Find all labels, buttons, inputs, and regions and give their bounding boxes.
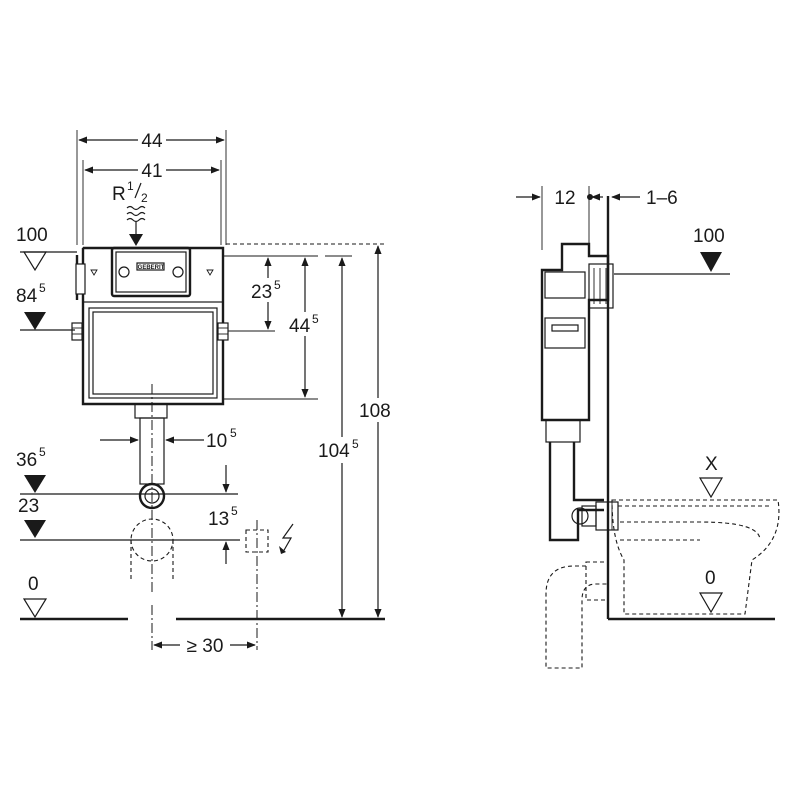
svg-text:≥ 30: ≥ 30 bbox=[187, 636, 224, 657]
dimension-44-5: 44 5 bbox=[223, 255, 327, 400]
water-inlet-icon bbox=[126, 205, 146, 246]
brand-plate: GEBERIT bbox=[110, 246, 192, 298]
electrical-connection-icon bbox=[245, 520, 294, 650]
level-triangle-icon bbox=[22, 598, 48, 619]
svg-text:100: 100 bbox=[693, 226, 725, 247]
svg-text:5: 5 bbox=[230, 426, 237, 440]
cistern-side bbox=[540, 242, 614, 443]
dimension-104-5: 104 5 bbox=[316, 255, 366, 618]
width-dimension-44: 44 bbox=[76, 128, 227, 245]
svg-text:0: 0 bbox=[28, 574, 39, 595]
side-view: 12 1–6 bbox=[516, 186, 780, 669]
svg-text:X: X bbox=[705, 454, 718, 475]
level-triangle-icon bbox=[698, 477, 724, 499]
svg-text:13: 13 bbox=[208, 509, 229, 530]
level-23: 23 bbox=[18, 496, 240, 541]
svg-text:104: 104 bbox=[318, 441, 350, 462]
svg-text:12: 12 bbox=[554, 188, 575, 209]
svg-text:44: 44 bbox=[289, 316, 311, 337]
dimension-23-5: 23 5 bbox=[247, 255, 289, 330]
svg-text:10: 10 bbox=[206, 431, 227, 452]
svg-text:1–6: 1–6 bbox=[646, 188, 678, 209]
svg-text:R: R bbox=[112, 184, 126, 205]
level-triangle-icon bbox=[24, 520, 46, 538]
front-view: 44 41 R 1 2 bbox=[16, 128, 398, 657]
svg-text:5: 5 bbox=[312, 312, 319, 326]
svg-text:84: 84 bbox=[16, 286, 38, 307]
level-100: 100 bbox=[16, 225, 77, 272]
svg-text:0: 0 bbox=[705, 568, 716, 589]
width-41-label: 41 bbox=[141, 161, 162, 182]
svg-text:100: 100 bbox=[16, 225, 48, 246]
svg-text:36: 36 bbox=[16, 450, 37, 471]
brand-plate-text: GEBERIT bbox=[138, 265, 165, 271]
level-0: 0 bbox=[20, 574, 385, 621]
dimension-13-5: 13 5 bbox=[208, 465, 238, 564]
level-36-5: 36 5 bbox=[16, 445, 238, 495]
level-triangle-icon bbox=[698, 592, 724, 614]
svg-text:5: 5 bbox=[274, 278, 281, 292]
svg-text:108: 108 bbox=[359, 401, 391, 422]
svg-text:23: 23 bbox=[251, 282, 272, 303]
svg-text:2: 2 bbox=[141, 191, 148, 205]
side-level-0: 0 bbox=[698, 568, 724, 614]
cistern-frame bbox=[71, 243, 385, 406]
width-44-label: 44 bbox=[141, 131, 163, 152]
svg-text:5: 5 bbox=[39, 445, 46, 459]
svg-text:5: 5 bbox=[39, 281, 46, 295]
dimension-108: 108 bbox=[356, 245, 398, 618]
flush-pipe bbox=[130, 384, 174, 650]
drain-pipe-side bbox=[545, 561, 609, 669]
wall bbox=[541, 186, 775, 621]
dimension-12: 12 bbox=[516, 188, 603, 209]
svg-text:23: 23 bbox=[18, 496, 39, 517]
side-level-x: X bbox=[698, 454, 724, 499]
dimension-10-5: 10 5 bbox=[100, 420, 237, 455]
dimension-min-30: ≥ 30 bbox=[153, 634, 256, 657]
toilet-bowl bbox=[611, 499, 780, 615]
level-84-5: 84 5 bbox=[16, 281, 75, 331]
svg-text:1: 1 bbox=[127, 179, 134, 193]
svg-text:5: 5 bbox=[352, 437, 359, 451]
level-triangle-icon bbox=[24, 312, 46, 330]
dimension-1-6: 1–6 bbox=[611, 188, 678, 209]
level-triangle-icon bbox=[24, 475, 46, 493]
connection-label: R 1 2 bbox=[112, 179, 148, 205]
svg-text:5: 5 bbox=[231, 504, 238, 518]
level-triangle-icon bbox=[22, 251, 48, 272]
width-dimension-41: 41 bbox=[82, 158, 222, 245]
side-level-100: 100 bbox=[614, 226, 730, 275]
level-triangle-icon bbox=[700, 252, 722, 272]
